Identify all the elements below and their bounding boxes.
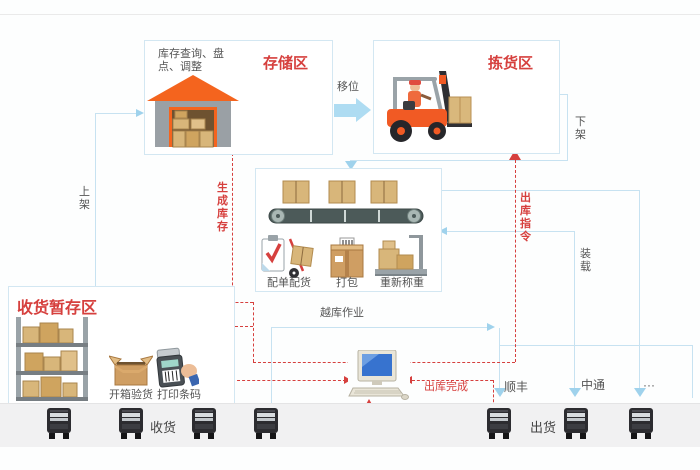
courier-label-sf: 顺丰	[504, 380, 529, 394]
truck-icon	[45, 407, 73, 445]
truck-icon	[485, 407, 513, 445]
line	[493, 380, 494, 407]
processing-step-label: 配单配货	[267, 277, 311, 289]
flow-label-generate-inventory: 生成库存	[217, 182, 228, 233]
processing-step-label: 打包	[336, 277, 358, 289]
clipboard-dolly-icon	[261, 233, 315, 284]
receive-label: 收货	[150, 420, 177, 435]
line	[515, 160, 516, 362]
storage-zone-caption: 库存查询、盘点、调整	[158, 48, 224, 73]
line	[499, 345, 692, 346]
line	[446, 231, 574, 232]
open-box-icon	[107, 351, 155, 394]
warehouse-icon	[147, 75, 239, 154]
line	[95, 113, 136, 114]
truck-band	[0, 403, 700, 447]
truck-icon	[117, 407, 145, 445]
line	[232, 153, 233, 380]
receiving-step-label: 开箱验货	[109, 389, 153, 401]
arrowhead-right	[487, 323, 495, 331]
arrowhead-down	[569, 388, 581, 397]
scale-icon	[373, 233, 431, 284]
courier-label-zto: 中通	[581, 378, 606, 392]
line	[350, 160, 568, 161]
flow-label-put-on-shelf: 上架	[79, 186, 90, 211]
package-icon	[328, 237, 366, 284]
line	[499, 328, 500, 389]
forklift-icon	[377, 67, 473, 150]
flow-label-outbound-done: 出库完成	[424, 381, 468, 393]
line	[558, 94, 568, 95]
truck-icon	[252, 407, 280, 445]
line	[271, 327, 489, 328]
flow-label-relocate: 移位	[337, 81, 359, 93]
courier-label-more: ···	[643, 378, 655, 392]
arrowhead-down	[345, 161, 357, 170]
truck-icon	[627, 407, 655, 445]
line	[271, 327, 272, 403]
processing-step-label: 重新称重	[380, 277, 424, 289]
line	[412, 380, 493, 381]
relocate-arrowhead	[356, 98, 371, 122]
line	[253, 302, 254, 362]
line	[692, 345, 693, 398]
line	[574, 231, 575, 389]
line	[95, 113, 96, 286]
arrowhead-right	[136, 109, 144, 117]
picking-zone-box: 拣货区	[373, 40, 560, 154]
storage-zone-title: 存储区	[263, 55, 309, 72]
receiving-step-label: 打印条码	[157, 389, 201, 401]
ship-label: 出货	[530, 420, 557, 435]
arrowhead-right	[344, 376, 351, 384]
conveyor-icon	[267, 177, 425, 238]
arrowhead-left	[439, 227, 447, 235]
picking-zone-title: 拣货区	[488, 55, 534, 72]
storage-zone-box: 存储区 库存查询、盘点、调整	[144, 40, 333, 155]
page-divider	[0, 14, 700, 15]
shelf-icon	[15, 317, 89, 406]
flow-label-outbound-order: 出库指令	[520, 192, 531, 243]
arrowhead-down	[494, 388, 506, 397]
flow-label-take-off-shelf: 下架	[575, 116, 586, 141]
processing-zone-box: 配单配货 打包 重新称重	[255, 168, 442, 292]
receiving-zone-title: 收货暂存区	[17, 300, 98, 317]
relocate-arrow-shaft	[334, 104, 356, 117]
truck-icon	[190, 407, 218, 445]
truck-icon	[562, 407, 590, 445]
arrowhead-down	[634, 388, 646, 397]
line	[639, 190, 640, 389]
arrowhead-up	[509, 150, 521, 160]
flow-label-load: 装载	[580, 248, 591, 273]
computer-icon	[348, 349, 410, 405]
line	[440, 190, 640, 191]
flow-label-cross-dock: 越库作业	[320, 307, 364, 319]
line	[232, 380, 346, 381]
barcode-printer-icon	[153, 347, 201, 394]
line	[567, 94, 568, 160]
receiving-zone-box: 收货暂存区	[8, 286, 235, 406]
